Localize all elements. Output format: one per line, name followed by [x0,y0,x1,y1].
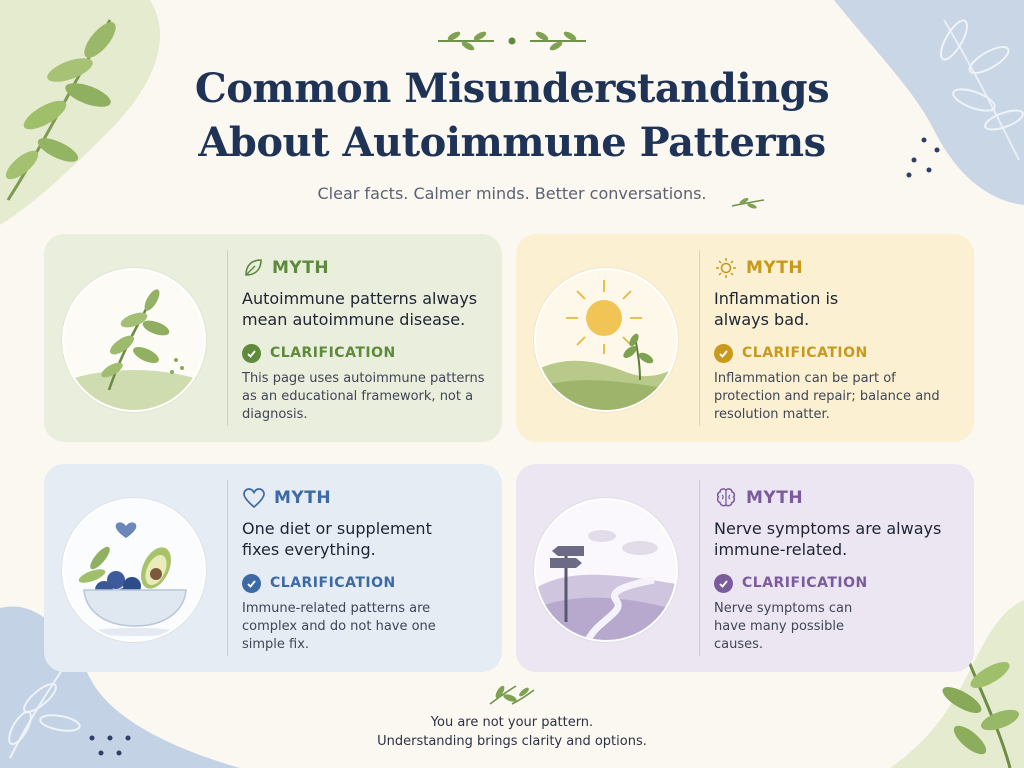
footer-line-2: Understanding brings clarity and options… [377,734,647,749]
clarification-header: CLARIFICATION [714,342,964,364]
brain-icon [716,488,736,507]
signpost-path-illustration [536,500,676,640]
page-subtitle: Clear facts. Calmer minds. Better conver… [317,184,707,203]
myth-header: MYTH [714,486,964,510]
clarification-text: Inflammation can be part of protection a… [714,371,940,422]
myth-statement: One diet or supplement fixes everything. [242,519,432,559]
check-icon [714,343,733,363]
sun-over-hills-illustration [536,270,676,410]
leafy-plant-illustration [64,289,204,410]
header-sprig-ornament [438,31,586,51]
card-illustration [534,268,678,412]
myth-label: MYTH [746,488,804,508]
subtitle-sprig-icon [731,197,765,209]
myth-statement: Inflammation is always bad. [714,289,839,329]
myth-header: MYTH [714,256,964,280]
myth-card-inflammation: MYTH Inflammation is always bad. CLARIFI… [516,234,974,442]
card-divider [699,250,700,426]
card-text: MYTH One diet or supplement fixes everyt… [242,486,492,654]
leaf-icon [245,259,262,276]
clarification-text: This page uses autoimmune patterns as an… [242,371,485,422]
myth-card-autoimmune-disease: MYTH Autoimmune patterns always mean aut… [44,234,502,442]
myth-header: MYTH [242,256,492,280]
myth-card-nerve-symptoms: MYTH Nerve symptoms are always immune-re… [516,464,974,672]
check-icon [242,343,261,363]
check-icon [714,573,733,593]
card-text: MYTH Inflammation is always bad. CLARIFI… [714,256,964,424]
clarification-header: CLARIFICATION [242,342,492,364]
card-divider [699,480,700,656]
card-text: MYTH Autoimmune patterns always mean aut… [242,256,492,424]
clarification-label: CLARIFICATION [270,345,396,361]
myth-statement: Autoimmune patterns always mean autoimmu… [242,289,478,329]
myth-statement: Nerve symptoms are always immune-related… [714,519,942,559]
page-title-line-1: Common Misunderstandings [194,65,830,112]
card-divider [227,250,228,426]
page-title: Common Misunderstandings About Autoimmun… [112,62,912,170]
top-right-leaf-decoration [834,0,1024,205]
sun-icon [716,258,736,278]
clarification-label: CLARIFICATION [742,345,868,361]
clarification-header: CLARIFICATION [714,572,964,594]
clarification-label: CLARIFICATION [742,575,868,591]
heart-icon [243,488,265,509]
card-divider [227,480,228,656]
page-title-line-2: About Autoimmune Patterns [198,119,826,166]
footer-message: You are not your pattern. Understanding … [262,713,762,751]
clarification-text: Immune-related patterns are complex and … [242,601,436,652]
clarification-header: CLARIFICATION [242,572,492,594]
card-illustration [62,498,206,642]
card-illustration [534,498,678,642]
footer-line-1: You are not your pattern. [430,715,594,730]
clarification-text: Nerve symptoms can have many possible ca… [714,601,853,652]
bowl-illustration [64,500,204,640]
myth-label: MYTH [746,258,804,278]
card-text: MYTH Nerve symptoms are always immune-re… [714,486,964,654]
myth-label: MYTH [272,258,330,278]
card-illustration [62,268,206,412]
myth-card-diet-supplement: MYTH One diet or supplement fixes everyt… [44,464,502,672]
check-icon [242,573,261,593]
myth-label: MYTH [274,488,332,508]
top-left-leaf-decoration [0,0,161,225]
myth-header: MYTH [242,486,492,510]
clarification-label: CLARIFICATION [270,575,396,591]
footer-sprig-icon [489,685,535,705]
